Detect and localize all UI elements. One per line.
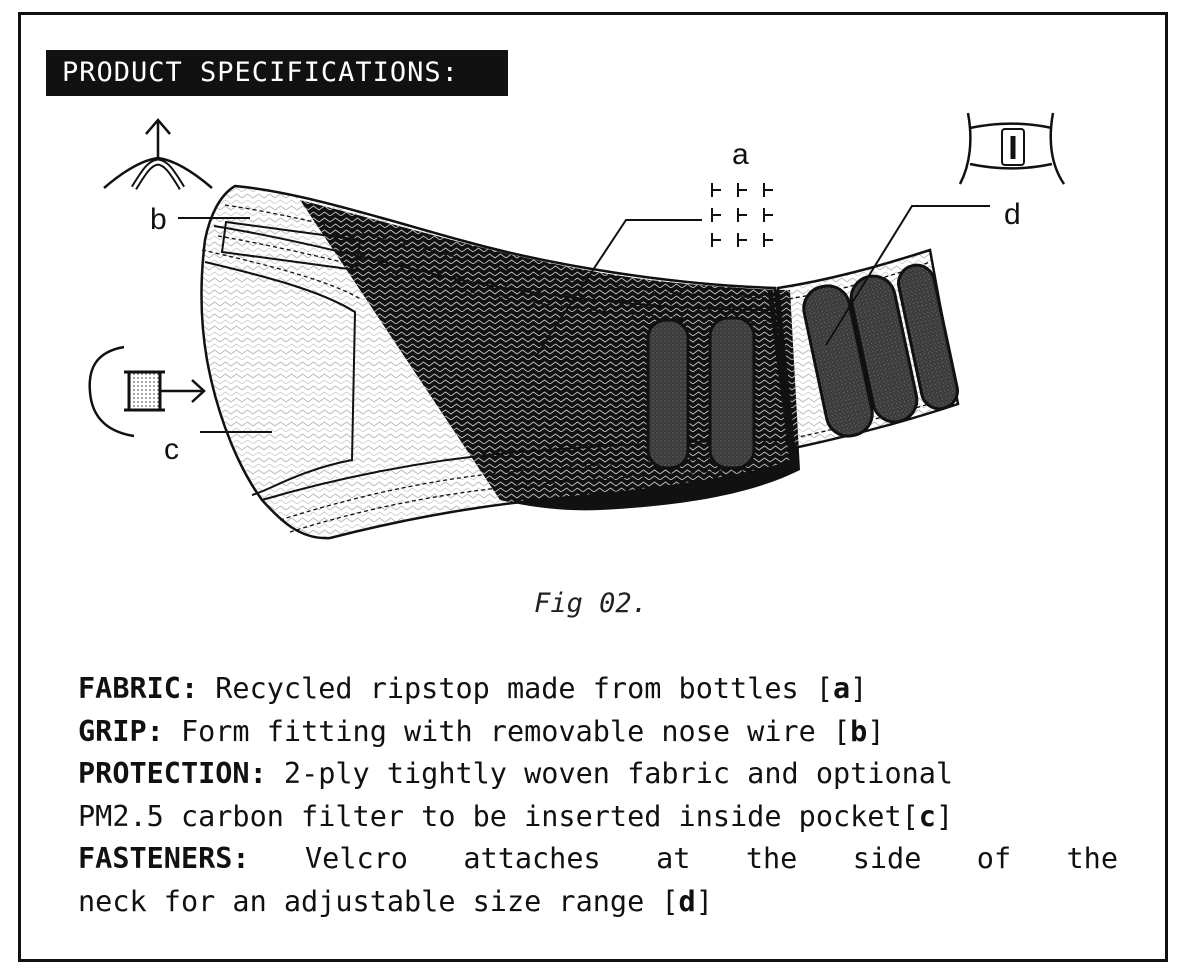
- spec-text: PM2.5 carbon filter to be inserted insid…: [78, 799, 919, 833]
- spec-bracket: ]: [935, 799, 954, 833]
- filter-insert-icon: [88, 345, 206, 438]
- spec-text: neck for an adjustable size range [: [78, 884, 679, 918]
- spec-text: Form fitting with removable nose wire [: [163, 714, 851, 748]
- spec-list: FABRIC: Recycled ripstop made from bottl…: [78, 668, 1118, 923]
- spec-protection: PROTECTION: 2-ply tightly woven fabric a…: [78, 753, 1118, 796]
- ripstop-pattern-icon: [711, 183, 773, 247]
- section-header: PRODUCT SPECIFICATIONS:: [46, 50, 508, 96]
- spec-fasteners-cont: neck for an adjustable size range [d]: [78, 881, 1118, 924]
- spec-grip: GRIP: Form fitting with removable nose w…: [78, 711, 1118, 754]
- spec-bracket: ]: [850, 672, 868, 705]
- velcro-side-icon: [958, 112, 1066, 185]
- callout-label-a: a: [732, 138, 749, 171]
- spec-ref: b: [850, 714, 868, 748]
- spec-ref: d: [678, 884, 696, 918]
- spec-fasteners: FASTENERS: Velcro attaches at the side o…: [78, 838, 1118, 881]
- figure-caption: Fig 02.: [534, 588, 648, 619]
- spec-text: 2-ply tightly woven fabric and optional: [266, 757, 954, 790]
- callout-lines: [178, 205, 990, 433]
- spec-protection-cont: PM2.5 carbon filter to be inserted insid…: [78, 796, 1118, 839]
- nose-wire-icon: [103, 118, 213, 190]
- spec-key: FABRIC:: [78, 672, 199, 705]
- callout-line-a: [535, 219, 702, 357]
- spec-key: FASTENERS:: [78, 842, 250, 875]
- spec-bracket: ]: [695, 884, 713, 918]
- spec-key: PROTECTION:: [78, 757, 267, 790]
- callout-label-d: d: [1004, 198, 1021, 231]
- spec-ref: c: [918, 799, 936, 833]
- callout-label-b: b: [150, 203, 167, 236]
- spec-key: GRIP:: [78, 714, 164, 748]
- section-title: PRODUCT SPECIFICATIONS:: [62, 57, 459, 88]
- spec-bracket: ]: [867, 714, 885, 748]
- callout-label-c: c: [164, 433, 179, 466]
- spec-text: Recycled ripstop made from bottles [: [198, 672, 833, 705]
- callout-line-d: [825, 205, 990, 346]
- mask-illustration: [200, 184, 960, 540]
- spec-ref: a: [832, 672, 851, 705]
- spec-fabric: FABRIC: Recycled ripstop made from bottl…: [78, 668, 1118, 711]
- spec-text: Velcro attaches at the side of the: [249, 842, 1118, 875]
